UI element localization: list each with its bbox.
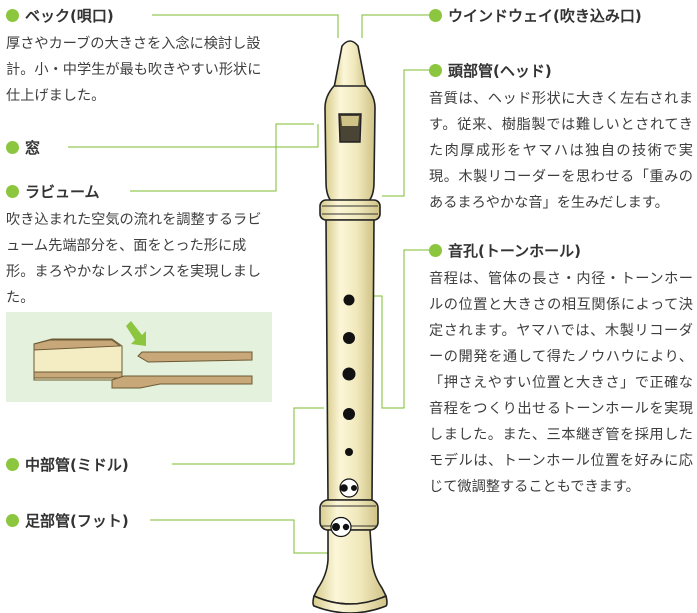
airflow-arrow-icon — [126, 321, 146, 346]
tone-hole — [343, 294, 355, 306]
leader-windway — [361, 14, 430, 38]
label-window: 窓 — [6, 137, 40, 158]
bullet-dot — [429, 9, 442, 22]
bullet-dot — [6, 9, 19, 22]
tone-hole — [343, 332, 355, 344]
bullet-dot — [429, 244, 442, 257]
label-labium-text: ラビューム — [25, 183, 100, 201]
leader-labium — [130, 123, 314, 192]
leader-window — [68, 124, 319, 148]
recorder-bell-rim — [312, 595, 388, 613]
bullet-dot — [6, 141, 19, 154]
leader-middle — [172, 407, 324, 465]
label-middle-text: 中部管(ミドル) — [25, 456, 129, 474]
label-windway: ウインドウェイ(吹き込み口) — [429, 5, 642, 26]
label-foot: 足部管(フット) — [6, 510, 129, 531]
bullet-dot — [6, 514, 19, 527]
desc-head: 音質は、ヘッド形状に大きく左右されます。従来、樹脂製では難しいとされてきた肉厚成… — [429, 91, 693, 211]
tone-holes — [342, 294, 356, 456]
label-head-text: 頭部管(ヘッド) — [448, 62, 552, 80]
label-window-text: 窓 — [25, 139, 41, 157]
label-beak-text: ベック(唄口) — [25, 7, 114, 25]
desc-beak: 厚さやカーブの大きさを入念に検討し設計。小・中学生が最も吹きやすい形状に仕上げま… — [6, 36, 262, 104]
tone-hole — [342, 367, 356, 381]
label-middle: 中部管(ミドル) — [6, 454, 129, 475]
tone-hole — [343, 408, 355, 420]
leader-head — [382, 69, 430, 197]
label-beak: ベック(唄口) — [6, 5, 114, 26]
label-toneholes-text: 音孔(トーンホール) — [448, 242, 581, 260]
leader-beak — [152, 14, 339, 38]
label-labium: ラビューム — [6, 181, 100, 202]
label-head: 頭部管(ヘッド) — [429, 60, 552, 81]
recorder-beak — [333, 40, 367, 89]
bullet-dot — [6, 185, 19, 198]
label-windway-text: ウインドウェイ(吹き込み口) — [448, 7, 642, 25]
leader-foot — [150, 519, 332, 554]
label-toneholes: 音孔(トーンホール) — [429, 240, 581, 261]
desc-labium: 吹き込まれた空気の流れを調整するラビューム先端部分を、面をとった形に成形。まろや… — [6, 212, 262, 306]
tone-hole — [345, 448, 353, 456]
bullet-dot — [6, 458, 19, 471]
bullet-dot — [429, 64, 442, 77]
label-foot-text: 足部管(フット) — [25, 512, 129, 530]
desc-toneholes: 音程は、管体の長さ・内径・トーンホールの位置と大きさの相互関係によって決定されま… — [429, 271, 693, 495]
double-tone-hole — [339, 478, 359, 498]
double-tone-hole — [330, 516, 352, 538]
leader-toneholes — [374, 249, 430, 409]
